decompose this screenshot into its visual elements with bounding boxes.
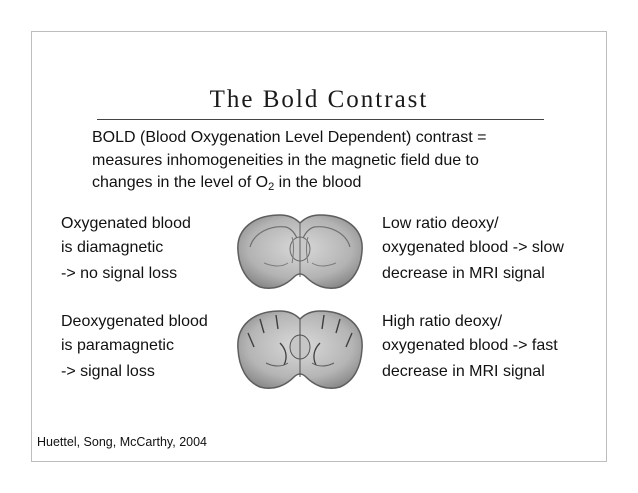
low-ratio-description: Low ratio deoxy/ oxygenated blood -> slo… bbox=[382, 215, 582, 290]
intro-line-3: changes in the level of O2 in the blood bbox=[92, 172, 562, 196]
low-ratio-line-3: decrease in MRI signal bbox=[382, 265, 545, 282]
intro-line-3-text: changes in the level of O bbox=[92, 174, 269, 191]
high-ratio-line-3: decrease in MRI signal bbox=[382, 363, 545, 380]
deoxygenated-line-1: Deoxygenated blood bbox=[61, 313, 208, 330]
oxygenated-line-1: Oxygenated blood bbox=[61, 215, 191, 232]
low-ratio-line-1: Low ratio deoxy/ bbox=[382, 215, 499, 232]
title-divider bbox=[97, 119, 544, 120]
intro-line-1: BOLD (Blood Oxygenation Level Dependent)… bbox=[92, 129, 487, 146]
deoxygenated-line-2: is paramagnetic bbox=[61, 337, 174, 354]
high-ratio-description: High ratio deoxy/ oxygenated blood -> fa… bbox=[382, 313, 582, 388]
slide-title: The Bold Contrast bbox=[209, 86, 429, 113]
deoxygenated-description: Deoxygenated blood is paramagnetic -> si… bbox=[61, 313, 231, 388]
high-ratio-line-2: oxygenated blood -> fast bbox=[382, 337, 558, 354]
brain-scan-oxygenated-image bbox=[237, 214, 363, 289]
high-ratio-line-1: High ratio deoxy/ bbox=[382, 313, 503, 330]
oxygenated-description: Oxygenated blood is diamagnetic -> no si… bbox=[61, 215, 231, 290]
intro-line-3-end: in the blood bbox=[274, 174, 362, 191]
oxygenated-line-2: is diamagnetic bbox=[61, 239, 164, 256]
citation: Huettel, Song, McCarthy, 2004 bbox=[37, 435, 207, 449]
low-ratio-line-2: oxygenated blood -> slow bbox=[382, 239, 564, 256]
intro-line-2: measures inhomogeneities in the magnetic… bbox=[92, 151, 479, 169]
deoxygenated-line-3: -> signal loss bbox=[61, 363, 155, 380]
o2-subscript: 2 bbox=[268, 181, 275, 193]
intro-paragraph: BOLD (Blood Oxygenation Level Dependent)… bbox=[92, 127, 562, 196]
oxygenated-line-3: -> no signal loss bbox=[61, 265, 178, 282]
brain-scan-deoxygenated-image bbox=[237, 310, 363, 389]
